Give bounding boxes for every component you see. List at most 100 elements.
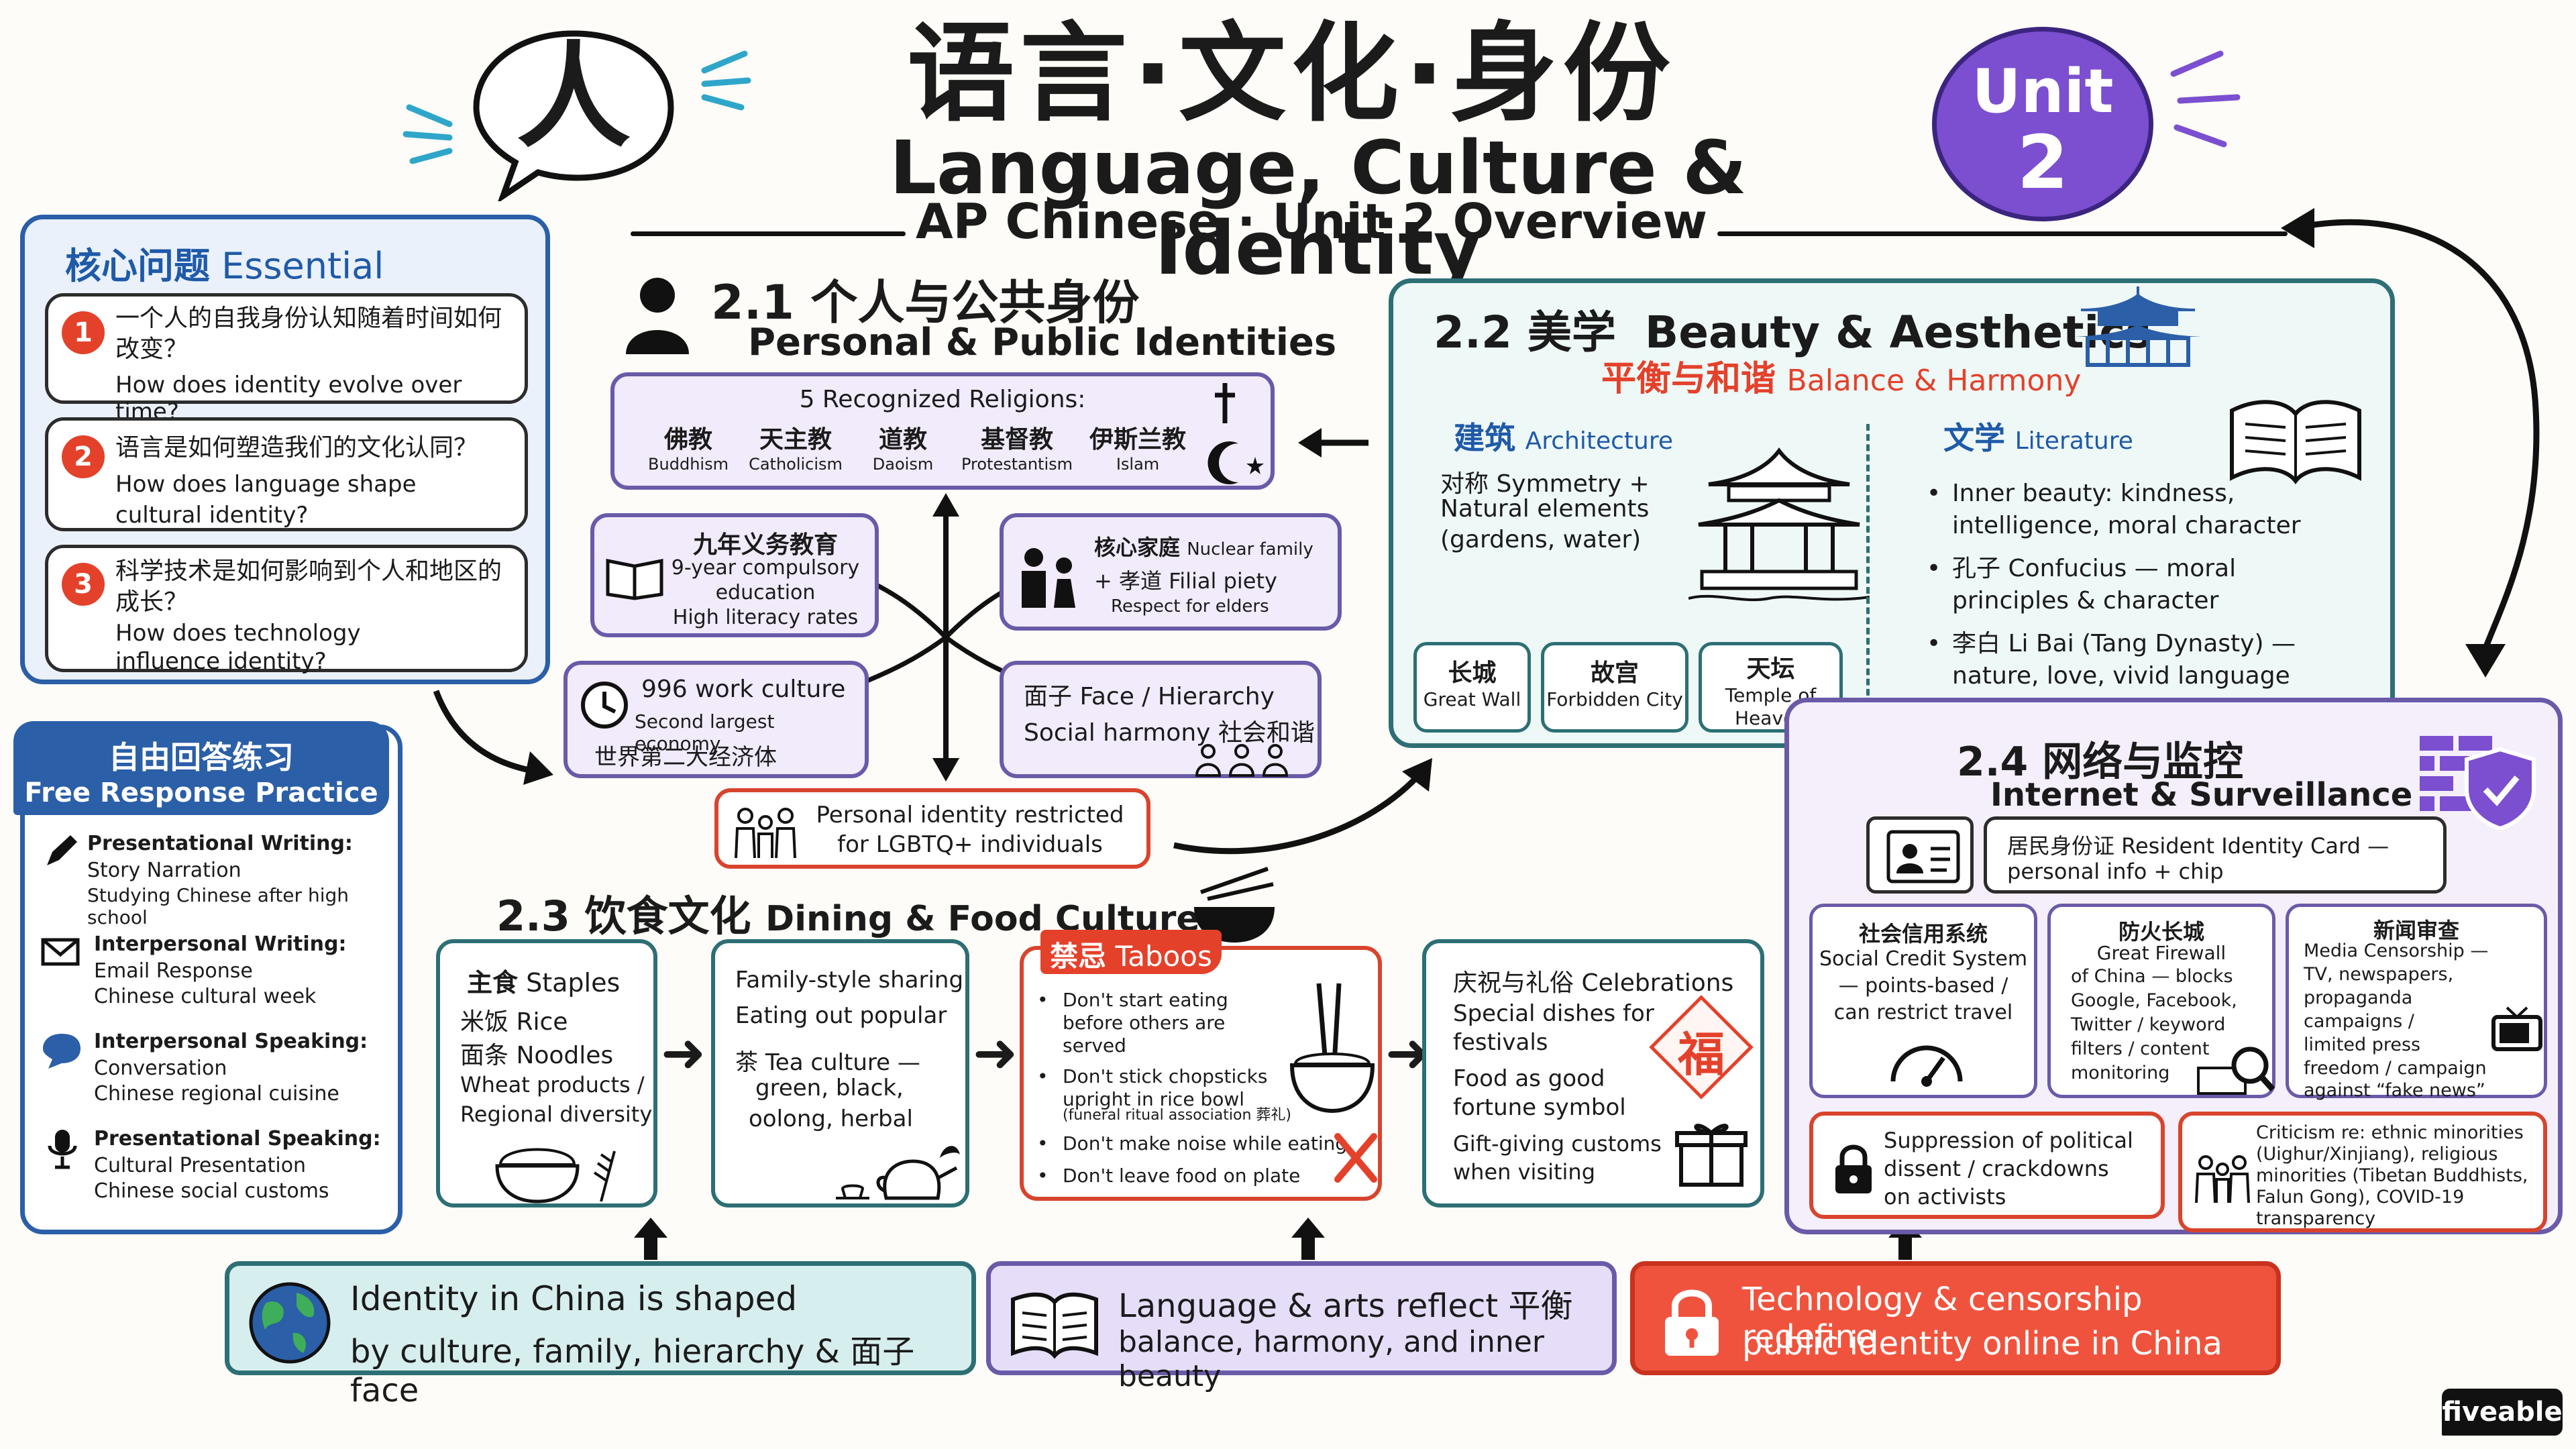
arch-l1: 对称 Symmetry + <box>1440 470 1650 498</box>
edu-l2: education <box>715 581 816 604</box>
s22-en: Beauty & Aesthetics <box>1644 307 2152 358</box>
fr-2-line1: Email Response <box>94 959 253 983</box>
media-l5: limited press <box>2304 1034 2421 1055</box>
celebrations-l5: Gift-giving customs <box>1453 1131 1662 1157</box>
celebrations-box: 庆祝与礼俗 Celebrations Special dishes for fe… <box>1422 939 1764 1208</box>
taboos-t-cn: 禁忌 <box>1050 940 1107 973</box>
site-great-wall: 长城 Great Wall <box>1413 642 1531 733</box>
book-icon-2 <box>1011 1292 1098 1359</box>
eq-number-1: 1 <box>62 311 105 354</box>
clock-icon <box>581 682 628 729</box>
s22-subtitle: 平衡与和谐 Balance & Harmony <box>1601 350 2081 400</box>
s22-sub-cn: 平衡与和谐 <box>1601 359 1776 399</box>
fu-char: 福 <box>1678 1027 1725 1082</box>
taboos-list: Don't start eating before others are ser… <box>1037 989 1285 1111</box>
family-icon <box>1022 548 1075 608</box>
unit-badge: Unit 2 <box>1932 27 2153 221</box>
chat-bubble-icon <box>43 1034 80 1069</box>
family-l3: Respect for elders <box>1111 596 1269 616</box>
staples-l1: 米饭 Rice <box>460 1008 568 1036</box>
celebrations-l1: Special dishes for <box>1453 1000 1654 1027</box>
takeaway-2-l2: balance, harmony, and inner beauty <box>1118 1325 1544 1393</box>
media-box: 新闻审查 Media Censorship — TV, newspapers, … <box>2286 904 2547 1101</box>
taboo-2: Don't stick chopsticks upright in rice b… <box>1037 1065 1285 1111</box>
gift-icon <box>1675 1124 1748 1187</box>
arch-en: Architecture <box>1525 427 1674 455</box>
s23-num: 2.3 <box>496 892 570 941</box>
suppression-l3: on activists <box>1884 1184 2006 1210</box>
family-l1: 核心家庭 Nuclear family <box>1094 531 1342 561</box>
email-icon <box>41 938 80 966</box>
eq-2-cn: 语言是如何塑造我们的文化认同？ <box>115 434 478 462</box>
people-icon <box>735 808 796 859</box>
arrow-sharing-taboos: ➜ <box>973 1022 1018 1084</box>
s24-panel: 2.4 网络与监控 Internet & Surveillance 居民身份证 … <box>1784 698 2563 1234</box>
speech-bubble-icon <box>473 30 674 201</box>
taboos-heading: 禁忌 Taboos <box>1040 934 1222 975</box>
taboo-4: Don't leave food on plate <box>1037 1165 1386 1187</box>
fr-1-line1: Story Narration <box>87 859 241 882</box>
fiveable-logo[interactable]: fiveable <box>2442 1389 2563 1436</box>
arrow-up-2 <box>1291 1218 1325 1260</box>
eq-number-3: 3 <box>62 563 105 606</box>
sharing-l5: oolong, herbal <box>749 1106 913 1132</box>
lock-icon <box>1835 1144 1872 1193</box>
credit-box: 社会信用系统 Social Credit System — points-bas… <box>1809 904 2037 1098</box>
takeaway-2-l1: Language & arts reflect 平衡 <box>1118 1287 1573 1325</box>
s21-num: 2.1 <box>711 275 795 330</box>
arch-heading: 建筑 Architecture <box>1454 414 1673 458</box>
edu-l3: High literacy rates <box>672 606 859 629</box>
essential-questions-panel: 核心问题 Essential Questions 1 一个人的自我身份认知随着时… <box>20 215 550 684</box>
taboo-1: Don't start eating before others are ser… <box>1037 989 1285 1057</box>
id-card-l1: 居民身份证 Resident Identity Card — <box>2007 833 2390 859</box>
id-card-l2: personal info + chip <box>2007 859 2224 884</box>
taboos-box: 禁忌 Taboos Don't start eating before othe… <box>1020 930 1382 1201</box>
family-l1a: 核心家庭 <box>1094 535 1181 560</box>
site-2-en: Forbidden City <box>1546 688 1683 710</box>
cross-moon-icon <box>1208 383 1264 484</box>
work-l1: 996 work culture <box>641 676 846 703</box>
taboo-3: Don't make noise while eating <box>1037 1132 1386 1155</box>
lit-item-2: 孔子 Confucius — moral principles & charac… <box>1927 553 2356 617</box>
firewall-l4: Twitter / keyword <box>2071 1014 2226 1035</box>
subtitle: AP Chinese · Unit 2 Overview <box>915 193 1708 250</box>
site-1-cn: 长城 <box>1448 659 1497 687</box>
site-forbidden-city: 故宫 Forbidden City <box>1541 642 1688 733</box>
lit-list: Inner beauty: kindness, intelligence, mo… <box>1927 478 2356 703</box>
media-l6: freedom / campaign <box>2304 1058 2487 1079</box>
face-l2: Social harmony 社会和谐 <box>1024 719 1315 747</box>
sharing-l1: Family-style sharing <box>735 967 964 994</box>
lit-cn: 文学 <box>1943 420 2005 456</box>
fr-4-line1: Cultural Presentation <box>94 1154 307 1177</box>
credit-l1: Social Credit System <box>1819 947 2028 971</box>
lgbtq-l2: for LGBTQ+ individuals <box>837 831 1103 858</box>
suppression-l1: Suppression of political <box>1884 1128 2133 1153</box>
suppression-l2: dissent / crackdowns <box>1884 1156 2109 1181</box>
staples-t-cn: 主食 <box>467 968 519 998</box>
s22-panel: 2.2 美学 Beauty & Aesthetics 平衡与和谐 Balance… <box>1389 278 2395 748</box>
s21-title-en: Personal & Public Identities <box>748 321 1337 364</box>
media-l2: TV, newspapers, <box>2304 964 2454 985</box>
tv-icon <box>2491 1006 2542 1051</box>
id-card-icon <box>1886 830 1960 883</box>
firewall-box: 防火长城 Great Firewall of China — blocks Go… <box>2047 904 2275 1098</box>
religions-title: 5 Recognized Religions: <box>799 386 1086 413</box>
celebrations-l4: fortune symbol <box>1453 1094 1626 1121</box>
criticism-l1: Criticism re: ethnic minorities <box>2256 1122 2524 1143</box>
eq-item-3: 3 科学技术是如何影响到个人和地区的成长？ How does technolog… <box>45 545 528 675</box>
criticism-l4: Falun Gong), COVID-19 <box>2256 1187 2465 1208</box>
credit-l2: — points-based / <box>1838 974 2008 998</box>
lock-icon-2 <box>1665 1289 1719 1356</box>
edu-cn: 九年义务教育 <box>692 531 838 559</box>
religion-3-en: Daoism <box>872 455 934 474</box>
family-l2: + 孝道 Filial piety <box>1094 568 1277 594</box>
criticism-l2: (Uighur/Xinjiang), religious <box>2256 1144 2498 1165</box>
lit-en: Literature <box>2015 427 2133 455</box>
firewall-title: 防火长城 <box>2118 919 2204 945</box>
takeaway-3: Technology & censorship redefine public … <box>1630 1261 2281 1375</box>
site-3-cn: 天坛 <box>1746 655 1795 683</box>
sharing-l3: 茶 Tea culture — <box>735 1049 920 1076</box>
crossing-arrows <box>857 493 1034 782</box>
fr-heading-en: Free Response Practice <box>24 777 378 808</box>
s24-en: Internet & Surveillance <box>1990 776 2413 814</box>
